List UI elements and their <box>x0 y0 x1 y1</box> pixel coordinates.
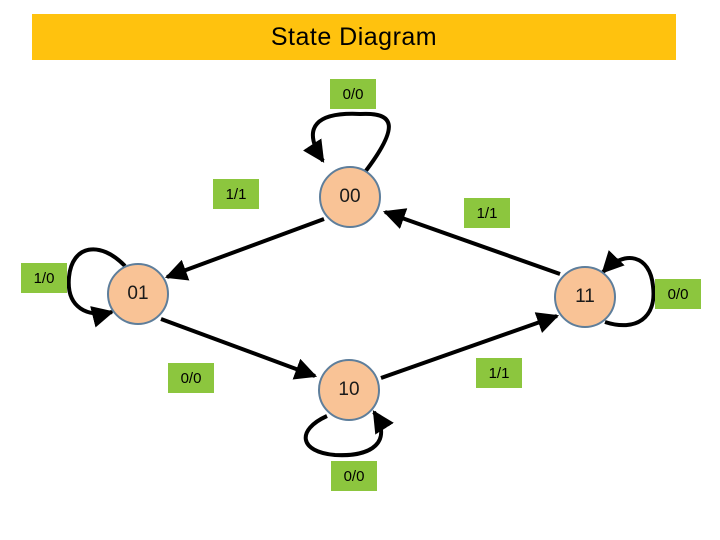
transition-label-01-self: 1/0 <box>21 263 67 293</box>
transition-10-to-11 <box>380 312 560 380</box>
transition-label-00-to-01: 1/1 <box>213 179 259 209</box>
title-banner: State Diagram <box>32 14 676 60</box>
transition-label-text: 0/0 <box>343 467 365 485</box>
transition-label-10-self: 0/0 <box>331 461 377 491</box>
self-loop-11 <box>601 250 656 328</box>
state-node-00-label: 00 <box>339 186 361 207</box>
state-node-10-label: 10 <box>338 379 360 400</box>
state-node-01-label: 01 <box>127 283 149 304</box>
transition-label-text: 1/1 <box>488 364 510 382</box>
transition-label-11-to-00: 1/1 <box>464 198 510 228</box>
self-loop-00 <box>302 111 391 174</box>
transition-label-text: 0/0 <box>180 369 202 387</box>
self-loop-10 <box>303 410 394 458</box>
transition-label-01-to-10: 0/0 <box>168 363 214 393</box>
page-title: State Diagram <box>270 22 438 51</box>
transition-label-00-self: 0/0 <box>330 79 376 109</box>
transition-11-to-00 <box>382 208 561 276</box>
transition-label-text: 0/0 <box>342 85 364 103</box>
state-node-11-label: 11 <box>575 286 595 307</box>
self-loop-01 <box>66 247 127 328</box>
transition-01-to-10 <box>160 317 318 380</box>
transition-label-11-self: 0/0 <box>655 279 701 309</box>
state-node-00[interactable]: 00 <box>319 166 381 228</box>
transition-label-10-to-11: 1/1 <box>476 358 522 388</box>
state-node-01[interactable]: 01 <box>107 263 169 325</box>
transition-00-to-01 <box>164 217 325 281</box>
transition-label-text: 0/0 <box>667 285 689 303</box>
state-node-10[interactable]: 10 <box>318 359 380 421</box>
transition-label-text: 1/0 <box>33 269 55 287</box>
state-node-11[interactable]: 11 <box>554 266 616 328</box>
transition-label-text: 1/1 <box>476 204 498 222</box>
transition-label-text: 1/1 <box>225 185 247 203</box>
